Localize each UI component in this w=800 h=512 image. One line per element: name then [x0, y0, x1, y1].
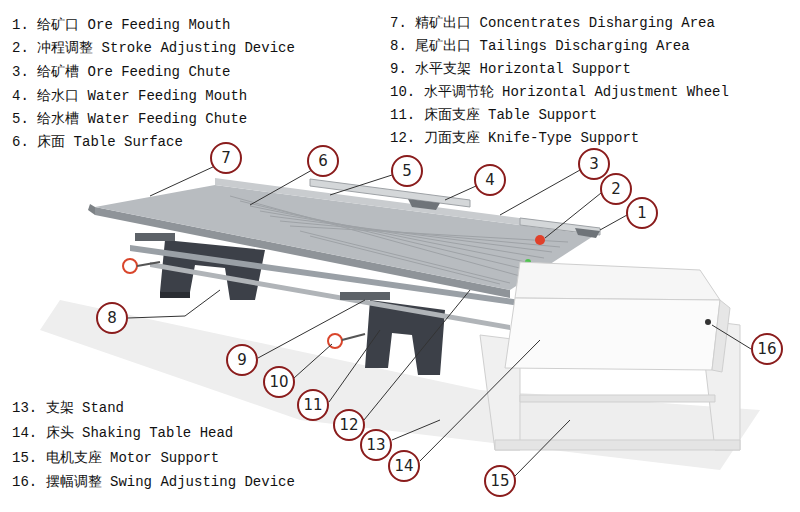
legend-text: 15. 电机支座 Motor Support — [12, 449, 219, 467]
callout-number: 3 — [578, 148, 610, 180]
callout-number: 4 — [474, 164, 506, 196]
callout-number: 7 — [210, 142, 242, 174]
callout-text: 4 — [485, 171, 495, 189]
callout-number: 16 — [751, 333, 783, 365]
legend-text: 9. 水平支架 Horizontal Support — [390, 60, 631, 78]
callout-text: 1 — [637, 204, 647, 222]
legend-text: 2. 冲程调整 Stroke Adjusting Device — [12, 39, 295, 57]
callout-number: 15 — [484, 465, 516, 497]
callout-number: 14 — [388, 450, 420, 482]
callout-text: 9 — [237, 351, 247, 369]
callout-number: 10 — [263, 366, 295, 398]
callout-text: 8 — [107, 309, 117, 327]
callout-number: 9 — [226, 344, 258, 376]
callout-text: 2 — [611, 180, 621, 198]
callout-text: 6 — [318, 152, 328, 170]
callout-number: 13 — [360, 429, 392, 461]
callout-text: 5 — [402, 162, 412, 180]
legend-text: 14. 床头 Shaking Table Head — [12, 424, 233, 442]
callout-text: 14 — [394, 457, 413, 475]
legend-text: 6. 床面 Table Surface — [12, 133, 183, 151]
callout-text: 11 — [303, 396, 322, 414]
legend-text: 1. 给矿口 Ore Feeding Mouth — [12, 16, 230, 34]
callout-number: 8 — [96, 302, 128, 334]
legend-text: 8. 尾矿出口 Tailings Discharging Area — [390, 37, 690, 55]
legend-text: 4. 给水口 Water Feeding Mouth — [12, 87, 247, 105]
legend-text: 11. 床面支座 Table Support — [390, 106, 597, 124]
callout-number: 5 — [391, 155, 423, 187]
callout-text: 13 — [366, 436, 385, 454]
callout-text: 16 — [757, 340, 776, 358]
callout-text: 10 — [269, 373, 288, 391]
callout-number: 1 — [626, 197, 658, 229]
callout-number: 6 — [307, 145, 339, 177]
legend-text: 12. 刀面支座 Knife-Type Support — [390, 129, 639, 147]
callout-text: 12 — [339, 416, 358, 434]
legend-text: 10. 水平调节轮 Horizontal Adjustment Wheel — [390, 83, 729, 101]
legend-text: 13. 支架 Stand — [12, 399, 124, 417]
callout-text: 3 — [589, 155, 599, 173]
callout-number: 12 — [333, 409, 365, 441]
callout-number: 2 — [600, 173, 632, 205]
legend-text: 3. 给矿槽 Ore Feeding Chute — [12, 63, 230, 81]
legend-text: 16. 摆幅调整 Swing Adjusting Device — [12, 473, 295, 491]
legend-text: 7. 精矿出口 Concentrates Disharging Area — [390, 14, 715, 32]
callout-text: 7 — [221, 149, 231, 167]
legend-text: 5. 给水槽 Water Feeding Chute — [12, 110, 247, 128]
callout-text: 15 — [490, 472, 509, 490]
callout-number: 11 — [297, 389, 329, 421]
